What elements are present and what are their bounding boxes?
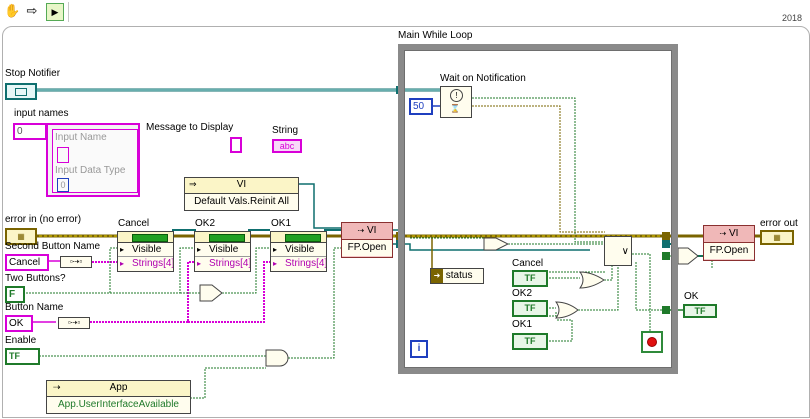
vi-invoke-node[interactable]: ⇒ VI Default Vals.Reinit All: [184, 177, 299, 211]
fp-open-in-method: FP.Open: [342, 240, 392, 256]
prop-cancel-strings: Strings[4]: [132, 258, 173, 269]
main-while-loop[interactable]: [398, 44, 678, 374]
input-names-array[interactable]: Input Name Input Data Type 0: [46, 123, 140, 197]
timeout-constant[interactable]: 50: [409, 98, 433, 115]
prop-ok1-visible: Visible: [285, 244, 315, 255]
fp-open-out-header: VI: [729, 228, 739, 239]
loop-title: Main While Loop: [398, 30, 473, 41]
cluster-icon: ▦: [773, 233, 781, 242]
prop-ok1-title: OK1: [271, 218, 292, 229]
app-node-property: App.UserInterfaceAvailable: [58, 399, 179, 410]
refnum-arrow-icon: ⇒: [189, 179, 197, 189]
prop-ok2-visible: Visible: [209, 244, 239, 255]
button-name-label: Button Name: [5, 302, 64, 313]
loop-ok2-label: OK2: [512, 288, 533, 299]
input-names-index[interactable]: 0: [13, 123, 47, 140]
prop-node-cancel[interactable]: ▸Visible ▸Strings[4]: [117, 231, 174, 272]
fp-open-node-out[interactable]: ⇢ VI FP.Open: [703, 225, 755, 261]
error-in-label: error in (no error): [5, 214, 82, 225]
vi-node-header: VI: [236, 179, 247, 190]
prop-ok2-title: OK2: [195, 218, 216, 229]
vi-icon[interactable]: ▶: [46, 3, 64, 21]
two-buttons-label: Two Buttons?: [5, 273, 66, 284]
loop-cancel-label: Cancel: [512, 258, 544, 269]
enable-control[interactable]: TF: [5, 348, 40, 365]
prop-cancel-title: Cancel: [118, 218, 150, 229]
compound-or-node[interactable]: ∨: [604, 236, 632, 266]
second-button-control[interactable]: Cancel: [5, 254, 49, 271]
wait-title: Wait on Notification: [440, 73, 526, 84]
refnum-arrow-icon: ⇢: [357, 226, 365, 235]
two-buttons-control[interactable]: F: [5, 286, 25, 303]
stop-notifier-label: Stop Notifier: [5, 68, 61, 79]
prop-cancel-visible: Visible: [132, 244, 162, 255]
fp-open-node-in[interactable]: ⇢ VI FP.Open: [341, 222, 393, 258]
loop-ok1-label: OK1: [512, 319, 533, 330]
input-names-label: input names: [14, 108, 69, 119]
loop-ok2-terminal[interactable]: TF: [512, 300, 548, 317]
status-label: status: [445, 270, 473, 281]
string-label: String: [272, 125, 299, 136]
hourglass-icon: ⌛: [450, 104, 460, 113]
vi-node-method: Default Vals.Reinit All: [194, 196, 289, 207]
refnum-arrow-icon: ⇢: [53, 382, 61, 392]
app-node-header: App: [109, 382, 128, 393]
fp-open-in-header: VI: [367, 225, 377, 236]
loop-ok1-terminal[interactable]: TF: [512, 333, 548, 350]
ok-out-label: OK: [684, 291, 699, 302]
error-in-control[interactable]: ▦: [5, 228, 37, 245]
enable-label: Enable: [5, 335, 37, 346]
loop-cancel-terminal[interactable]: TF: [512, 270, 548, 287]
fp-open-out-method: FP.Open: [704, 243, 754, 259]
stop-notifier-control[interactable]: [5, 83, 37, 100]
arrow-right-icon: ➜: [431, 269, 443, 283]
toolbar: ✋ ⇨ ▶ 2018: [0, 0, 810, 24]
alert-icon: !: [450, 89, 463, 102]
wait-on-notification-node[interactable]: ! ⌛: [440, 86, 472, 118]
ok-out-indicator[interactable]: TF: [683, 304, 717, 318]
string-to-array-node-2[interactable]: ▫⇢▫: [58, 317, 90, 329]
string-indicator[interactable]: abc: [272, 139, 302, 153]
loop-stop-terminal[interactable]: [641, 331, 663, 353]
refnum-icon: [15, 88, 27, 96]
arrow-right-icon[interactable]: ⇨: [26, 3, 38, 18]
second-button-label: Second Button Name: [5, 241, 101, 252]
message-terminal[interactable]: [230, 137, 242, 153]
cluster-icon: ▦: [17, 232, 25, 241]
button-name-control[interactable]: OK: [5, 315, 33, 332]
input-type-field[interactable]: 0: [57, 178, 69, 192]
prop-node-ok2[interactable]: ▸Visible ▸Strings[4]: [194, 231, 251, 272]
message-label: Message to Display: [146, 122, 234, 133]
error-out-label: error out: [760, 218, 798, 229]
input-type-label: Input Data Type: [55, 165, 126, 176]
version-year: 2018: [781, 13, 802, 23]
error-out-indicator[interactable]: ▦: [760, 230, 794, 245]
iteration-terminal: i: [410, 340, 428, 358]
input-name-label: Input Name: [55, 132, 107, 143]
toolbar-separator: [68, 2, 69, 22]
string-to-array-node[interactable]: ▫⇢▫: [60, 256, 92, 268]
app-property-node[interactable]: ⇢ App App.UserInterfaceAvailable: [46, 380, 191, 414]
input-name-field[interactable]: [57, 147, 69, 163]
status-unbundle[interactable]: ➜ status: [430, 268, 484, 284]
hand-icon[interactable]: ✋: [4, 3, 21, 18]
prop-node-ok1[interactable]: ▸Visible ▸Strings[4]: [270, 231, 327, 272]
refnum-arrow-icon: ⇢: [719, 229, 727, 238]
prop-ok2-strings: Strings[4]: [209, 258, 250, 269]
prop-ok1-strings: Strings[4]: [285, 258, 326, 269]
